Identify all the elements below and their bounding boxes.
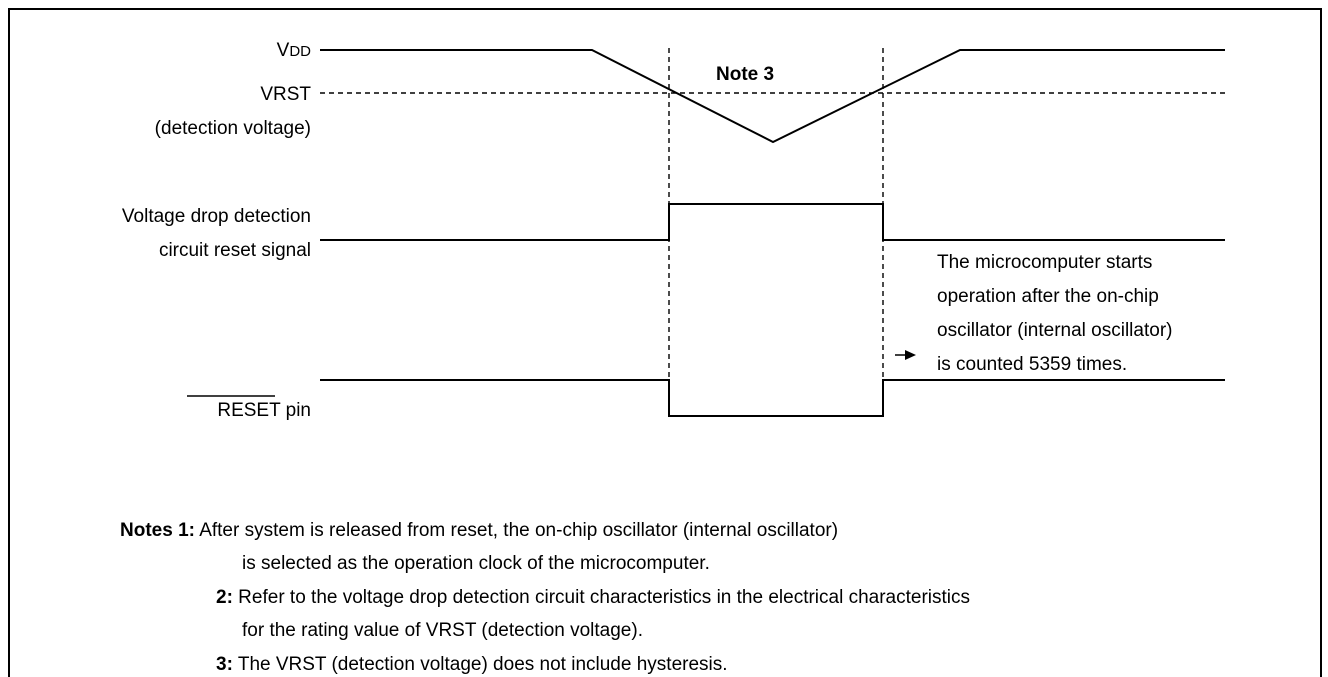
note1-label: Notes 1: bbox=[120, 520, 195, 541]
vrst-label: VRST bbox=[260, 84, 311, 105]
note3-label: Note 3 bbox=[716, 64, 774, 85]
note1-line1: Notes 1: After system is released from r… bbox=[120, 520, 838, 541]
micro-note-line1: The microcomputer starts bbox=[937, 252, 1152, 273]
voltage-drop-label-line1: Voltage drop detection bbox=[122, 206, 311, 227]
reset-pin-label: RESET pin bbox=[217, 400, 311, 421]
delay-arrow-head bbox=[905, 350, 916, 360]
reset-pin-waveform bbox=[320, 379, 1225, 417]
voltage-drop-label-line2: circuit reset signal bbox=[159, 240, 311, 261]
note2-line1: 2: Refer to the voltage drop detection c… bbox=[216, 587, 970, 608]
vdd-label: VDD bbox=[277, 40, 312, 61]
vrst-description: (detection voltage) bbox=[155, 118, 311, 139]
note2-label: 2: bbox=[216, 587, 233, 608]
note1-line2: is selected as the operation clock of th… bbox=[242, 553, 710, 574]
note2-line2: for the rating value of VRST (detection … bbox=[242, 620, 643, 641]
note3-label-bottom: 3: bbox=[216, 654, 233, 675]
vdd-waveform bbox=[320, 49, 1225, 144]
reset-signal-name: RESET bbox=[217, 400, 281, 421]
micro-note-line2: operation after the on-chip bbox=[937, 286, 1159, 307]
diagram-frame bbox=[8, 8, 1322, 677]
micro-note-line4: is counted 5359 times. bbox=[937, 354, 1127, 375]
note3-line1: 3: The VRST (detection voltage) does not… bbox=[216, 654, 728, 675]
voltage-drop-reset-waveform bbox=[320, 203, 1225, 241]
micro-note-line3: oscillator (internal oscillator) bbox=[937, 320, 1172, 341]
